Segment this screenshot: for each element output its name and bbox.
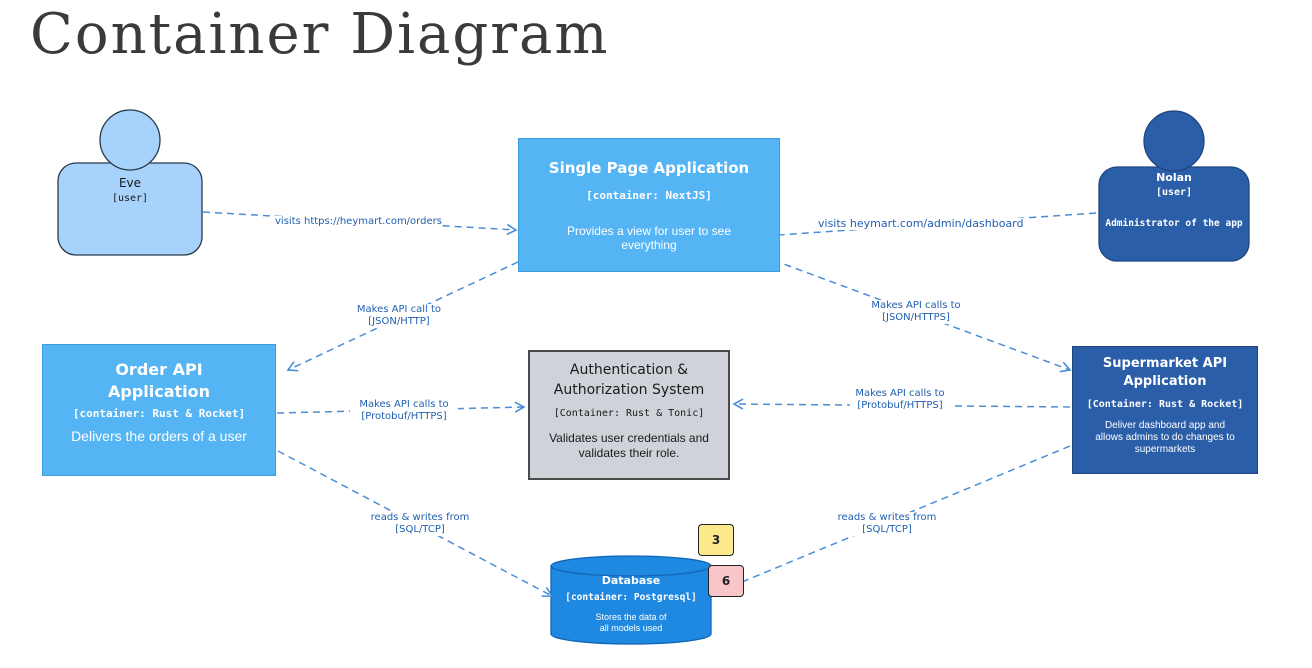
- nolan-description: Administrator of the app: [1105, 218, 1243, 229]
- order-api-tech: [container: Rust & Rocket]: [72, 407, 246, 420]
- supermarket-api-description: Deliver dashboard app and allows admins …: [1095, 420, 1235, 455]
- spa-container[interactable]: Single Page Application [container: Next…: [518, 138, 780, 272]
- label-order-db: reads & writes from [SQL/TCP]: [366, 512, 474, 536]
- page-title: Container Diagram: [30, 2, 610, 67]
- arrow-order-to-db: [277, 450, 554, 598]
- order-api-container[interactable]: Order API Application [container: Rust &…: [42, 344, 276, 476]
- label-super-auth: Makes API calls to [Protobuf/HTTPS]: [850, 388, 950, 412]
- label-order-auth: Makes API calls to [Protobuf/HTTPS]: [350, 399, 458, 423]
- badge-tag-a[interactable]: 3: [698, 524, 734, 556]
- spa-name: Single Page Application: [548, 159, 750, 177]
- order-api-name: Order API Application: [107, 360, 211, 401]
- database-name: Database: [601, 574, 661, 587]
- nolan-actor[interactable]: Nolan [user] Administrator of the app: [1099, 171, 1249, 229]
- auth-name: Authentication & Authorization System: [553, 362, 705, 398]
- badge-tag-b[interactable]: 6: [708, 565, 744, 597]
- auth-tech: [Container: Rust & Tonic]: [553, 408, 705, 419]
- order-api-description: Delivers the orders of a user: [71, 428, 247, 444]
- label-eve-spa: visits https://heymart.com/orders: [275, 216, 442, 228]
- nolan-role: [user]: [1155, 187, 1193, 198]
- label-nolan-spa: visits heymart.com/admin/dashboard: [818, 217, 1024, 230]
- spa-tech: [container: NextJS]: [586, 189, 712, 202]
- label-spa-super: Makes API calls to [JSON/HTTPS]: [862, 300, 970, 324]
- database-tech: [container: Postgresql]: [565, 592, 697, 603]
- database-cylinder-shape[interactable]: [550, 555, 712, 645]
- eve-role: [user]: [111, 193, 149, 204]
- label-spa-order: Makes API call to [JSON/HTTP]: [350, 304, 448, 328]
- database-container[interactable]: Database [container: Postgresql] Stores …: [551, 574, 711, 634]
- eve-person-shape[interactable]: [57, 109, 203, 256]
- arrow-spa-to-order: [286, 261, 519, 372]
- spa-description: Provides a view for user to see everythi…: [566, 224, 732, 252]
- database-description: Stores the data of all models used: [595, 612, 667, 633]
- auth-system-container[interactable]: Authentication & Authorization System [C…: [528, 350, 730, 480]
- supermarket-api-name: Supermarket API Application: [1102, 356, 1228, 389]
- nolan-name: Nolan: [1156, 171, 1192, 184]
- arrow-spa-to-super: [761, 255, 1072, 373]
- supermarket-api-tech: [Container: Rust & Rocket]: [1086, 399, 1244, 410]
- supermarket-api-container[interactable]: Supermarket API Application [Container: …: [1072, 346, 1258, 474]
- eve-name: Eve: [118, 176, 142, 190]
- eve-actor[interactable]: Eve [user]: [58, 176, 202, 204]
- auth-description: Validates user credentials and validates…: [549, 431, 709, 460]
- arrow-nolan-to-spa: [762, 212, 1097, 242]
- label-super-db: reads & writes from [SQL/TCP]: [832, 512, 942, 536]
- nolan-person-shape[interactable]: [1098, 110, 1250, 262]
